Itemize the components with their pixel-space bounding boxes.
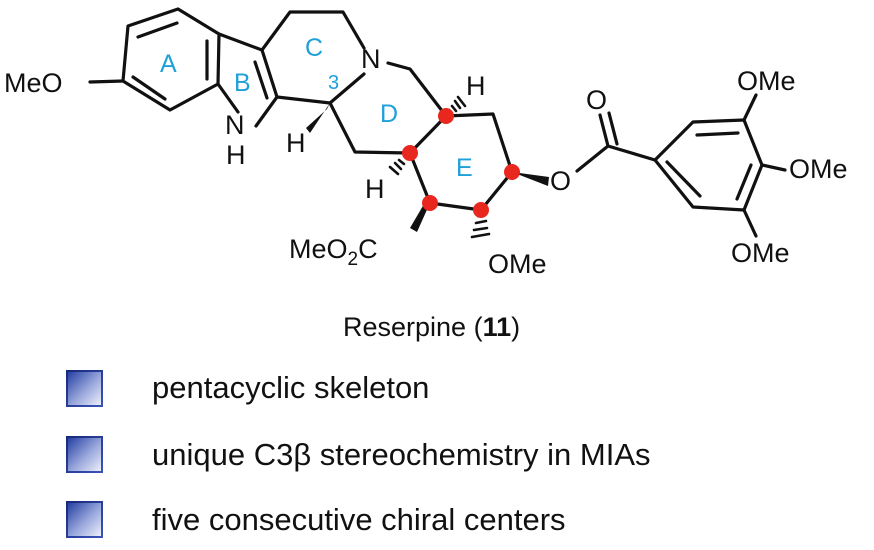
stereocenter-c16: [422, 195, 438, 211]
ring-label-d: D: [380, 100, 398, 128]
label-co2me-a: MeO: [289, 234, 348, 264]
caption-name: Reserpine: [343, 312, 466, 342]
label-meo-left: MeO: [4, 68, 63, 98]
ring-label-position-3: 3: [328, 72, 339, 94]
feature-list: pentacyclic skeleton unique C3β stereoch…: [66, 370, 651, 538]
caption-paren-close: ): [511, 312, 520, 342]
c18-wedge: [512, 172, 549, 186]
label-ome-bottom: OMe: [731, 238, 790, 268]
c17-hashed-bond: [470, 213, 491, 239]
ring-label-e: E: [456, 154, 473, 182]
aryl-ome-bonds: [742, 93, 787, 238]
bullet-square-icon: [66, 370, 103, 407]
label-co2me-sub: 2: [348, 249, 359, 270]
label-ome-c18: OMe: [488, 249, 547, 279]
ring-label-b: B: [234, 69, 251, 97]
label-n-bridge: N: [361, 44, 381, 74]
feature-item: pentacyclic skeleton: [66, 370, 429, 407]
label-ester-o-link: O: [550, 166, 571, 196]
feature-item: unique C3β stereochemistry in MIAs: [66, 436, 651, 473]
label-nh-h: H: [226, 140, 246, 170]
label-ome-mid: OMe: [789, 154, 848, 184]
ring-labels: A B C 3 D E: [160, 34, 473, 182]
bullet-square-icon: [66, 436, 103, 473]
c3-h-wedge: [306, 103, 330, 133]
stereocenter-c20: [402, 145, 418, 161]
ring-label-a: A: [160, 50, 177, 78]
ring-a-double-bonds: [131, 21, 209, 101]
aryl-ring-double-bonds: [665, 131, 753, 201]
ring-b-bonds: [216, 32, 279, 128]
label-h3: H: [286, 128, 306, 158]
atom-labels: MeO N H N H H H OMe O O OMe OMe OMe MeO2…: [4, 44, 848, 279]
label-h-mid: H: [365, 174, 385, 204]
label-h-top-right: H: [466, 71, 486, 101]
ring-d-bonds: [328, 61, 448, 155]
feature-item-text: unique C3β stereochemistry in MIAs: [152, 437, 651, 472]
ester-bonds: [575, 111, 657, 173]
ring-b-double-bond: [253, 60, 269, 100]
caption-paren-open: (: [466, 312, 483, 342]
stereocenters: [402, 108, 520, 218]
label-co2me: MeO2C: [289, 234, 378, 270]
stereocenter-c15: [438, 108, 454, 124]
feature-item-text: pentacyclic skeleton: [152, 370, 429, 405]
molecule-caption: Reserpine (11): [343, 312, 520, 342]
bullet-square-icon: [66, 501, 103, 538]
ring-label-c: C: [305, 34, 323, 62]
label-ome-top: OMe: [737, 66, 796, 96]
ring-e-bonds: [408, 112, 514, 212]
feature-item-text: five consecutive chiral centers: [152, 502, 566, 537]
label-co2me-b: C: [358, 234, 378, 264]
stereocenter-c18: [504, 164, 520, 180]
label-nh-n: N: [225, 110, 245, 140]
meo-bond: [88, 79, 125, 84]
label-ester-o-carbonyl: O: [586, 85, 607, 115]
feature-item: five consecutive chiral centers: [66, 501, 566, 538]
caption-number: 11: [483, 312, 512, 342]
stereocenter-c17: [473, 202, 489, 218]
